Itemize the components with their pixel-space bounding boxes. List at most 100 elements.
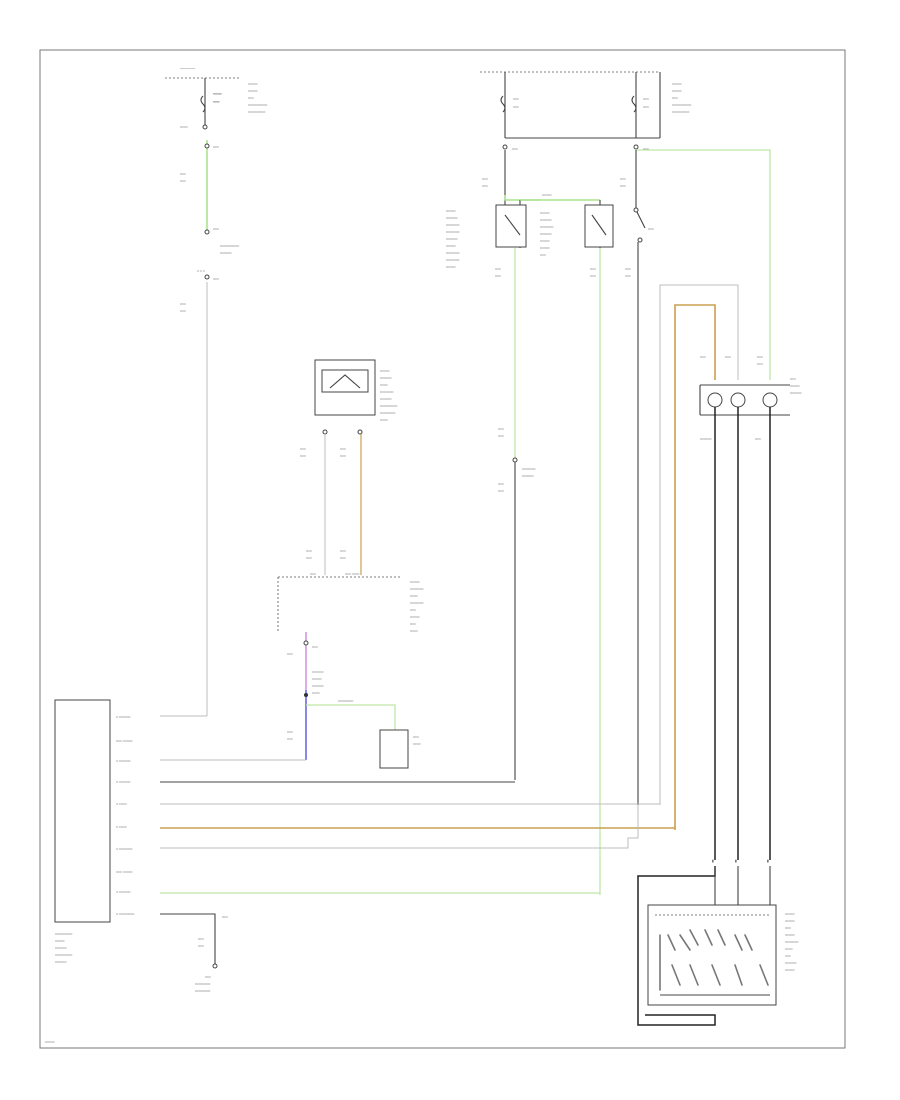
- svg-text:═════════: ═════════: [54, 932, 72, 936]
- svg-text:═══: ═══: [756, 355, 763, 359]
- switch-right: ═══: [633, 207, 654, 243]
- svg-text:══════: ══════: [699, 437, 712, 441]
- svg-text:═════: ═════: [445, 244, 456, 248]
- svg-text:═══: ═══: [624, 274, 631, 278]
- svg-text:═══: ═══: [197, 944, 204, 948]
- svg-text:═══: ═══: [512, 97, 519, 101]
- svg-text:══════: ══════: [219, 251, 232, 255]
- svg-text:═══: ═══: [247, 96, 254, 100]
- svg-text:═══: ═══: [311, 645, 318, 649]
- svg-text:═════: ═════: [671, 82, 682, 86]
- svg-text:═══: ═══: [309, 572, 316, 576]
- svg-text:═══════: ═══════: [539, 225, 554, 229]
- svg-text:═══: ═══: [754, 437, 761, 441]
- svg-text:═════: ═════: [539, 239, 550, 243]
- svg-text:═══: ═══: [756, 362, 763, 366]
- svg-text:═══: ═══: [724, 355, 731, 359]
- svg-text:═════════: ═════════: [379, 404, 397, 408]
- instrument-gauge: ═════ ══════ ════ ═══════ ══════ ═══════…: [299, 359, 397, 458]
- fuse-block-left: ─────── ════ ═══ ═════ ═════ ═══ ═══════…: [165, 67, 267, 130]
- svg-text:══════: ══════: [379, 397, 392, 401]
- svg-text:═══════: ═══════: [784, 940, 799, 944]
- svg-text:═══════: ═══════: [409, 601, 424, 605]
- svg-text:═══: ═══: [497, 427, 504, 431]
- svg-text:═══: ═══: [212, 277, 219, 281]
- svg-text:═══: ═══: [512, 105, 519, 109]
- svg-text:═══: ═══: [497, 434, 504, 438]
- svg-text:══════════: ══════════: [247, 103, 267, 107]
- svg-text:═ ══════: ═ ══════: [115, 759, 131, 763]
- svg-text:═══: ═══: [589, 274, 596, 278]
- svg-text:═══: ═══: [497, 482, 504, 486]
- module-pins: ═ ══════ ═══ ═════ ═ ══════ ═ ══════ ═ ═…: [115, 715, 134, 916]
- svg-text:════: ════: [409, 594, 418, 598]
- svg-text:═══════: ═══════: [445, 251, 460, 255]
- svg-text:═══: ═══: [412, 735, 419, 739]
- svg-text:══════: ══════: [539, 218, 552, 222]
- svg-text:═════════: ═════════: [247, 110, 265, 114]
- svg-text:═══: ═══: [642, 105, 649, 109]
- svg-text:▮: ▮: [735, 859, 737, 863]
- svg-text:═════: ═════: [54, 939, 65, 943]
- svg-text:═══: ═══: [339, 454, 346, 458]
- svg-text:═══: ═══: [299, 454, 306, 458]
- wire-green-relay: [306, 704, 396, 730]
- svg-text:═══: ═══: [784, 954, 791, 958]
- svg-text:════: ════: [412, 742, 421, 746]
- svg-text:═══: ═══: [619, 184, 626, 188]
- fuse-block-right: ═══ ═══ ═══ ═══ ═════ ═════ ═══ ════════…: [480, 71, 691, 139]
- footer-code: ═════: [44, 1040, 55, 1044]
- svg-text:══════════: ══════════: [219, 244, 239, 248]
- svg-text:═══ ═════: ═══ ═════: [115, 739, 132, 743]
- sensor-connector-right: ═══ ═══ ═══ ═══ ═══ ═════ ══════ ══════ …: [699, 355, 802, 441]
- svg-text:══════: ══════: [445, 237, 458, 241]
- svg-text:═══: ═══: [511, 147, 518, 151]
- svg-text:═ ══════: ═ ══════: [115, 890, 131, 894]
- svg-text:═════: ═════: [445, 265, 456, 269]
- svg-text:═══ ════: ═══ ════: [344, 572, 360, 576]
- switch-left-assembly: ═════ ═════ ══════ ═══════ ═══════ ═════…: [445, 193, 600, 269]
- svg-text:═══: ═══: [179, 172, 186, 176]
- svg-text:══════════: ══════════: [671, 103, 691, 107]
- svg-text:═══: ═══: [671, 96, 678, 100]
- svg-text:═══: ═══: [305, 556, 312, 560]
- svg-text:══════: ══════: [311, 670, 324, 674]
- svg-text:═══: ═══: [221, 915, 228, 919]
- svg-text:══════: ══════: [789, 391, 802, 395]
- svg-text:═════: ═════: [671, 89, 682, 93]
- svg-text:═══: ═══: [539, 253, 546, 257]
- svg-text:═══ ═════: ═══ ═════: [115, 870, 132, 874]
- svg-text:════════: ════════: [194, 982, 210, 986]
- svg-text:════: ════: [379, 383, 388, 387]
- svg-text:═══════: ═══════: [445, 258, 460, 262]
- svg-text:══════: ══════: [784, 961, 797, 965]
- svg-text:═══════: ═══════: [409, 587, 424, 591]
- svg-text:═══: ═══: [197, 937, 204, 941]
- svg-text:═══: ═══: [409, 608, 416, 612]
- svg-text:═══: ═══: [647, 227, 654, 231]
- svg-text:═══: ═══: [789, 377, 796, 381]
- svg-text:════: ════: [311, 691, 320, 695]
- svg-text:═══: ═══: [409, 622, 416, 626]
- wire-orange-right: [674, 304, 716, 830]
- svg-text:══════: ══════: [54, 946, 67, 950]
- svg-text:═ ═══════: ═ ═══════: [115, 847, 132, 851]
- svg-text:═══════: ═══════: [445, 230, 460, 234]
- svg-text:═══: ═══: [339, 556, 346, 560]
- svg-text:═══: ═══: [619, 177, 626, 181]
- svg-text:═══: ═══: [212, 145, 219, 149]
- svg-text:═════: ═════: [539, 211, 550, 215]
- ground-wire: [160, 913, 216, 965]
- svg-text:═══: ═══: [286, 737, 293, 741]
- svg-text:═══: ═══: [204, 975, 211, 979]
- svg-text:═══════: ═══════: [445, 223, 460, 227]
- svg-text:───────: ───────: [179, 67, 196, 71]
- svg-text:═══: ═══: [589, 267, 596, 271]
- svg-text:═════: ═════: [311, 677, 322, 681]
- svg-text:═══: ═══: [179, 179, 186, 183]
- svg-text:▮: ▮: [712, 859, 714, 863]
- svg-text:═══: ═══: [339, 549, 346, 553]
- svg-text:═══: ═══: [212, 227, 219, 231]
- svg-text:════════: ════════: [194, 989, 210, 993]
